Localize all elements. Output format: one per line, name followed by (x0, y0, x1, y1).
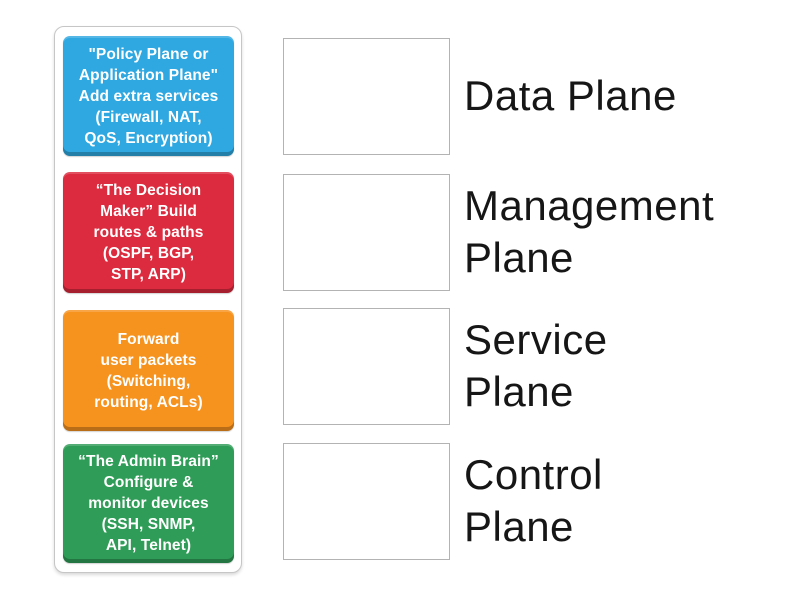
drop-zone-1[interactable] (283, 38, 450, 155)
answer-label-management-plane: Management Plane (464, 182, 715, 281)
drop-zone-3[interactable] (283, 308, 450, 425)
answer-label-data-plane: Data Plane (464, 72, 677, 119)
match-card-2-text: “The Decision Maker” Build routes & path… (93, 182, 204, 283)
match-card-3[interactable]: Forward user packets (Switching, routing… (63, 310, 234, 431)
answer-label-service-plane: Service Plane (464, 316, 608, 415)
drop-zone-4[interactable] (283, 443, 450, 560)
cards-panel: "Policy Plane or Application Plane" Add … (54, 26, 242, 573)
match-card-3-text: Forward user packets (Switching, routing… (94, 330, 203, 411)
drop-zone-2[interactable] (283, 174, 450, 291)
match-card-4-text: “The Admin Brain” Configure & monitor de… (78, 453, 219, 554)
match-card-2[interactable]: “The Decision Maker” Build routes & path… (63, 172, 234, 293)
match-card-1[interactable]: "Policy Plane or Application Plane" Add … (63, 36, 234, 156)
answer-label-control-plane: Control Plane (464, 451, 603, 550)
match-card-4[interactable]: “The Admin Brain” Configure & monitor de… (63, 444, 234, 563)
match-card-1-text: "Policy Plane or Application Plane" Add … (78, 45, 219, 147)
